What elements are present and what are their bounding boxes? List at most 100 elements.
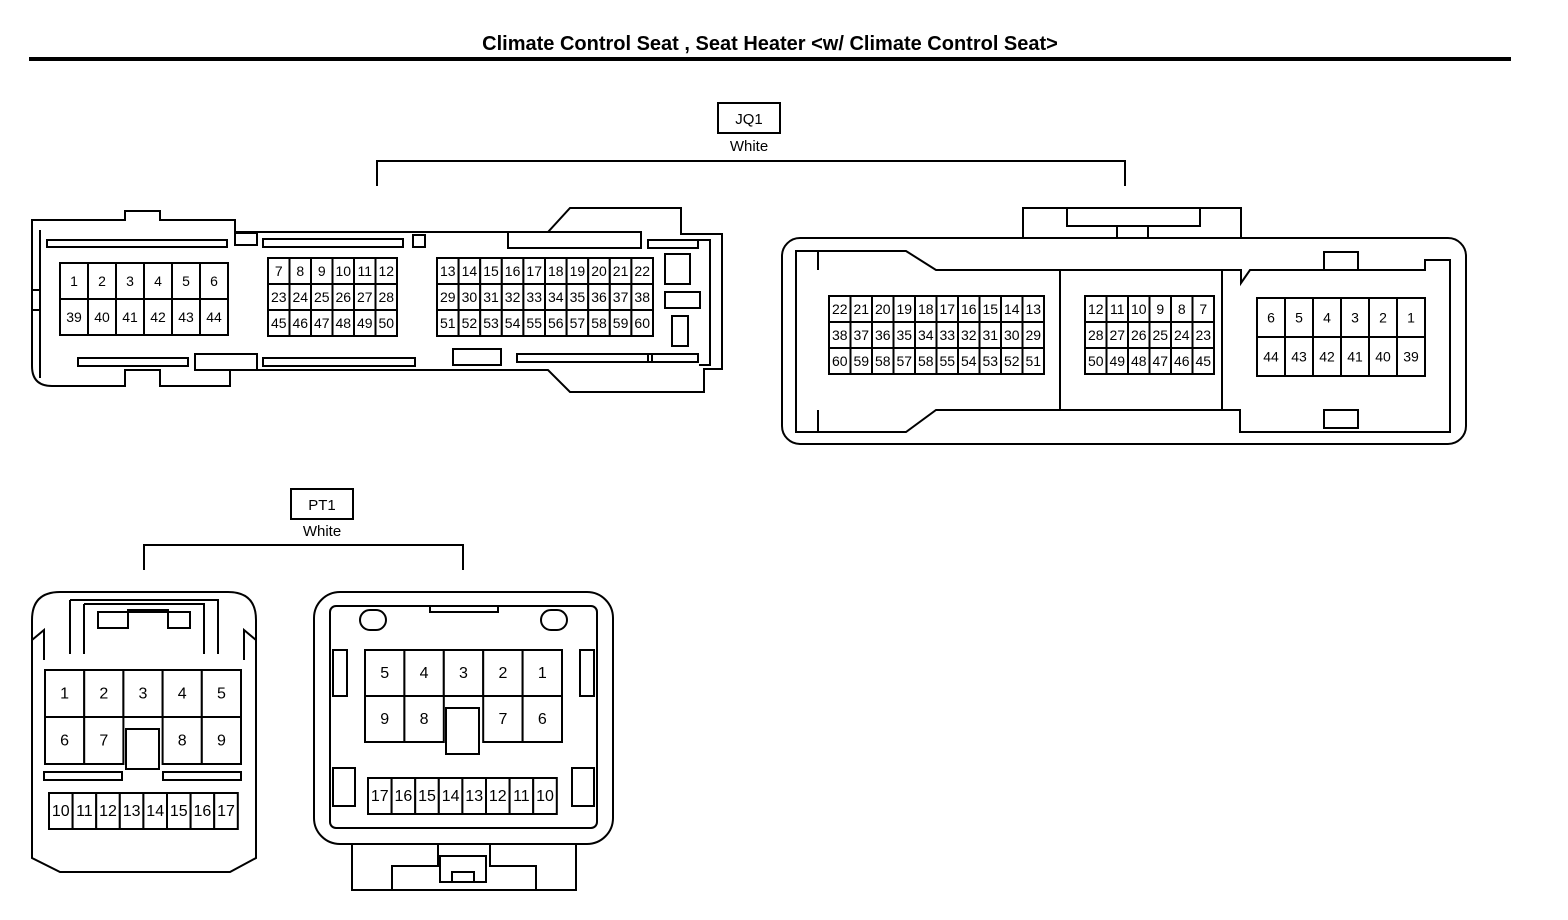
pt1-view2-pin-cell <box>442 649 485 697</box>
pt1-label-box <box>290 488 354 520</box>
jq1-view2-pin-1: 1 <box>1407 310 1415 326</box>
jq1-view2-pin-cell <box>1312 297 1342 338</box>
pt1-view2-pin-10: 10 <box>536 788 554 805</box>
jq1-view2-pin-52: 52 <box>1004 353 1020 369</box>
jq1-view1-pin-59: 59 <box>613 315 629 331</box>
jq1-view2-pin-2: 2 <box>1379 310 1387 326</box>
pt1-view2-pin-6: 6 <box>538 711 547 728</box>
jq1-view2-pin-50: 50 <box>1088 353 1104 369</box>
jq1-view2-pin-59: 59 <box>853 353 869 369</box>
pt1-view1-pin-17: 17 <box>217 803 235 820</box>
jq1-view2-pin-43: 43 <box>1291 349 1307 365</box>
jq1-view2-pin-cell <box>1396 336 1426 377</box>
jq1-view1-pin-35: 35 <box>570 289 586 305</box>
jq1-connector-id: JQ1 <box>735 111 763 128</box>
jq1-view1-pin-46: 46 <box>292 315 308 331</box>
jq1-view2-pin-28: 28 <box>1088 327 1104 343</box>
jq1-view1-pin-cell <box>199 298 229 336</box>
jq1-view2-pin-58: 58 <box>875 353 891 369</box>
pt1-view1-pin-cell <box>200 716 243 765</box>
jq1-view2-pin-39: 39 <box>1403 349 1419 365</box>
jq1-view1-pin-45: 45 <box>271 315 287 331</box>
jq1-view1-pin-30: 30 <box>462 289 478 305</box>
pt1-view2-pin-17: 17 <box>371 788 389 805</box>
jq1-view2-pin-23: 23 <box>1195 327 1211 343</box>
pt1-view2-pin-14: 14 <box>442 788 460 805</box>
jq1-view1-pin-43: 43 <box>178 309 194 325</box>
jq1-view1-pin-cell <box>115 298 145 336</box>
jq1-view2-pin-30: 30 <box>1004 327 1020 343</box>
jq1-view1-pin-12: 12 <box>378 263 394 279</box>
jq1-view2-pin-35: 35 <box>896 327 912 343</box>
pt1-view1-pin-cell <box>200 669 243 718</box>
jq1-view1-pin-20: 20 <box>591 263 607 279</box>
jq1-view1-pin-52: 52 <box>462 315 478 331</box>
jq1-view2-pin-24: 24 <box>1174 327 1190 343</box>
pt1-view1-pin-5: 5 <box>217 686 226 703</box>
jq1-view2-pin-3: 3 <box>1351 310 1359 326</box>
pt1-view2-pin-cell <box>532 777 558 815</box>
jq1-view1-pin-26: 26 <box>335 289 351 305</box>
jq1-view1-pin-57: 57 <box>570 315 586 331</box>
jq1-view1-pin-15: 15 <box>483 263 499 279</box>
pt1-view1-pin-cell <box>213 792 239 830</box>
jq1-view1-pin-33: 33 <box>526 289 542 305</box>
pt1-view1-pin-7: 7 <box>99 733 108 750</box>
pt1-view1-pin-8: 8 <box>178 733 187 750</box>
jq1-view1-pin-3: 3 <box>126 273 134 289</box>
pt1-view2-pin-15: 15 <box>418 788 436 805</box>
jq1-view1-pin-32: 32 <box>505 289 521 305</box>
jq1-view2-pin-57: 57 <box>896 353 912 369</box>
jq1-view2-pin-60: 60 <box>832 353 848 369</box>
jq1-label-box <box>717 102 781 134</box>
jq1-view2-pin-40: 40 <box>1375 349 1391 365</box>
pt1-connector-id: PT1 <box>308 497 336 514</box>
jq1-view1-pin-6: 6 <box>210 273 218 289</box>
pt1-view1-pin-16: 16 <box>194 803 212 820</box>
jq1-view2-pin-48: 48 <box>1131 353 1147 369</box>
jq1-view1-pin-14: 14 <box>462 263 478 279</box>
jq1-view2-pin-cell <box>1396 297 1426 338</box>
jq1-view1-pin-40: 40 <box>94 309 110 325</box>
jq1-view1-pin-11: 11 <box>357 263 372 279</box>
pt1-view2-pin-3: 3 <box>459 665 468 682</box>
pt1-view1-pin-1: 1 <box>60 686 69 703</box>
jq1-bracket <box>376 160 1126 186</box>
pt1-view2-pin-8: 8 <box>420 711 429 728</box>
jq1-view2-pin-36: 36 <box>875 327 891 343</box>
pt1-view2-pin-5: 5 <box>380 665 389 682</box>
pt1-view2-pin-11: 11 <box>513 788 530 805</box>
jq1-view1-pin-24: 24 <box>292 289 308 305</box>
jq1-view1-pin-56: 56 <box>548 315 564 331</box>
jq1-view2-pin-15: 15 <box>982 301 998 317</box>
jq1-view2-pin-14: 14 <box>1004 301 1020 317</box>
jq1-view1-pin-36: 36 <box>591 289 607 305</box>
jq1-view1-pin-10: 10 <box>335 263 351 279</box>
jq1-view1-pin-50: 50 <box>378 315 394 331</box>
jq1-view1-pin-cell <box>630 309 655 337</box>
jq1-view2-pin-54: 54 <box>961 353 977 369</box>
pt1-view2-pin-cell <box>482 695 524 743</box>
pt1-view1-pin-14: 14 <box>146 803 164 820</box>
jq1-view2-pin-10: 10 <box>1131 301 1147 317</box>
jq1-view1-pin-44: 44 <box>206 309 222 325</box>
jq1-view2-pin-16: 16 <box>961 301 977 317</box>
jq1-view1-housing <box>31 207 723 393</box>
jq1-view1-pin-41: 41 <box>122 309 138 325</box>
pt1-view1-pin-3: 3 <box>139 686 148 703</box>
pt1-view1-pin-15: 15 <box>170 803 188 820</box>
pt1-view1-pin-cell <box>83 716 125 765</box>
pt1-view2-pin-cell <box>521 695 563 743</box>
jq1-view1-pin-47: 47 <box>314 315 330 331</box>
jq1-view1-pin-cell <box>143 298 173 336</box>
jq1-view2-pin-21: 21 <box>853 301 869 317</box>
jq1-view1-pin-cell <box>115 262 145 300</box>
jq1-view1-pin-2: 2 <box>98 273 106 289</box>
pt1-view2-pin-9: 9 <box>380 711 389 728</box>
jq1-view1-pin-29: 29 <box>440 289 456 305</box>
jq1-view1-pin-51: 51 <box>440 315 456 331</box>
